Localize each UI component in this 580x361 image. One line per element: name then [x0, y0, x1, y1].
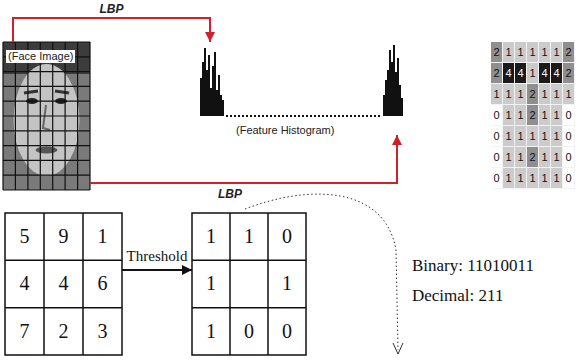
weight-cell: 1 — [503, 42, 515, 63]
weight-cell: 1 — [503, 105, 515, 126]
weight-cell: 1 — [515, 42, 527, 63]
weight-cell: 2 — [527, 84, 539, 105]
weight-cell: 1 — [551, 105, 563, 126]
weight-cell: 1 — [527, 168, 539, 189]
weight-cell: 0 — [563, 126, 575, 147]
matrix-grid — [5, 213, 122, 355]
weight-cell: 2 — [527, 105, 539, 126]
image-caption: (Face Image) — [6, 50, 75, 63]
matrix-cell: 1 — [230, 213, 268, 260]
weight-cell: 1 — [503, 147, 515, 168]
matrix-cell: 7 — [5, 308, 44, 355]
weight-cell: 1 — [491, 84, 503, 105]
weight-cell: 1 — [539, 84, 551, 105]
matrix-cell: 2 — [44, 308, 83, 355]
weight-cell: 1 — [503, 126, 515, 147]
matrix-cell: 4 — [5, 260, 44, 307]
weight-cell: 4 — [515, 63, 527, 84]
matrix-cell: 3 — [83, 308, 122, 355]
weight-cell: 4 — [503, 63, 515, 84]
matrix-cell: 4 — [44, 260, 83, 307]
histogram-bars — [201, 48, 223, 116]
edge-label: LBP — [99, 2, 125, 16]
weight-cell: 4 — [539, 63, 551, 84]
face-grid — [3, 42, 90, 190]
weight-cell: 1 — [515, 126, 527, 147]
weight-cell: 1 — [515, 147, 527, 168]
code-value: Decimal: 211 — [412, 286, 503, 306]
weight-cell: 1 — [539, 168, 551, 189]
weight-cell: 1 — [539, 147, 551, 168]
weight-cell: 1 — [539, 126, 551, 147]
lbp-arrow — [90, 135, 397, 183]
face-brows — [24, 91, 69, 93]
weight-cell: 1 — [527, 126, 539, 147]
weight-cell: 1 — [539, 105, 551, 126]
weight-cell: 1 — [503, 168, 515, 189]
matrix-cell: 1 — [192, 260, 230, 307]
dotted-curve-arrow — [245, 194, 398, 350]
weight-cell: 4 — [551, 63, 563, 84]
histogram-bars — [384, 45, 402, 116]
weight-cell: 1 — [527, 63, 539, 84]
weight-cell: 1 — [503, 84, 515, 105]
histogram-box: (Feature Histogram) — [200, 42, 405, 135]
matrix-cell: 0 — [268, 308, 306, 355]
face-photo-ground — [3, 42, 90, 190]
weight-cell: 2 — [563, 63, 575, 84]
matrix-cell: 6 — [83, 260, 122, 307]
weight-cell: 2 — [491, 42, 503, 63]
weight-cell: 1 — [515, 105, 527, 126]
matrix-cell: 9 — [44, 213, 83, 260]
weight-cell: 0 — [491, 126, 503, 147]
weight-cell: 1 — [551, 84, 563, 105]
threshold-matrix: 11011100 — [192, 213, 306, 355]
weight-cell: 0 — [491, 147, 503, 168]
weight-cell: 1 — [515, 168, 527, 189]
matrix-cell: 1 — [192, 213, 230, 260]
weight-cell: 0 — [491, 168, 503, 189]
input-matrix: 591446723 — [5, 213, 122, 355]
lbp-arrow — [13, 18, 210, 42]
weight-cell: 0 — [563, 105, 575, 126]
weight-cell: 1 — [551, 42, 563, 63]
matrix-cell: 5 — [5, 213, 44, 260]
face-mouth — [36, 147, 58, 154]
edge-label: LBP — [217, 187, 243, 201]
face-image-box: (Face Image) — [3, 42, 90, 190]
weight-cell: 1 — [539, 42, 551, 63]
weight-cell: 1 — [563, 84, 575, 105]
face-skin — [14, 64, 80, 176]
code-value: Binary: 11010011 — [412, 256, 534, 276]
weight-cell: 0 — [563, 168, 575, 189]
matrix-cell: 1 — [83, 213, 122, 260]
matrix-cell: 1 — [192, 308, 230, 355]
matrix-grid — [192, 213, 306, 355]
weight-cell: 2 — [491, 63, 503, 84]
matrix-cell: 1 — [268, 260, 306, 307]
weight-cell: 1 — [551, 126, 563, 147]
weight-cell: 0 — [563, 147, 575, 168]
face-nose — [43, 105, 50, 130]
weight-cell: 1 — [551, 147, 563, 168]
matrix-cell: 0 — [230, 308, 268, 355]
weight-cell: 2 — [563, 42, 575, 63]
weight-cell: 2 — [527, 147, 539, 168]
weight-cell: 1 — [551, 168, 563, 189]
matrix-cell: 0 — [268, 213, 306, 260]
edge-label: Threshold — [126, 248, 189, 265]
dotted-arrow-head — [393, 343, 403, 354]
threshold-arrow — [122, 269, 192, 271]
image-caption: (Feature Histogram) — [234, 124, 336, 137]
weight-cell: 1 — [515, 84, 527, 105]
histogram-axis — [226, 115, 382, 117]
weight-cell: 0 — [491, 105, 503, 126]
weight-cell: 1 — [527, 42, 539, 63]
